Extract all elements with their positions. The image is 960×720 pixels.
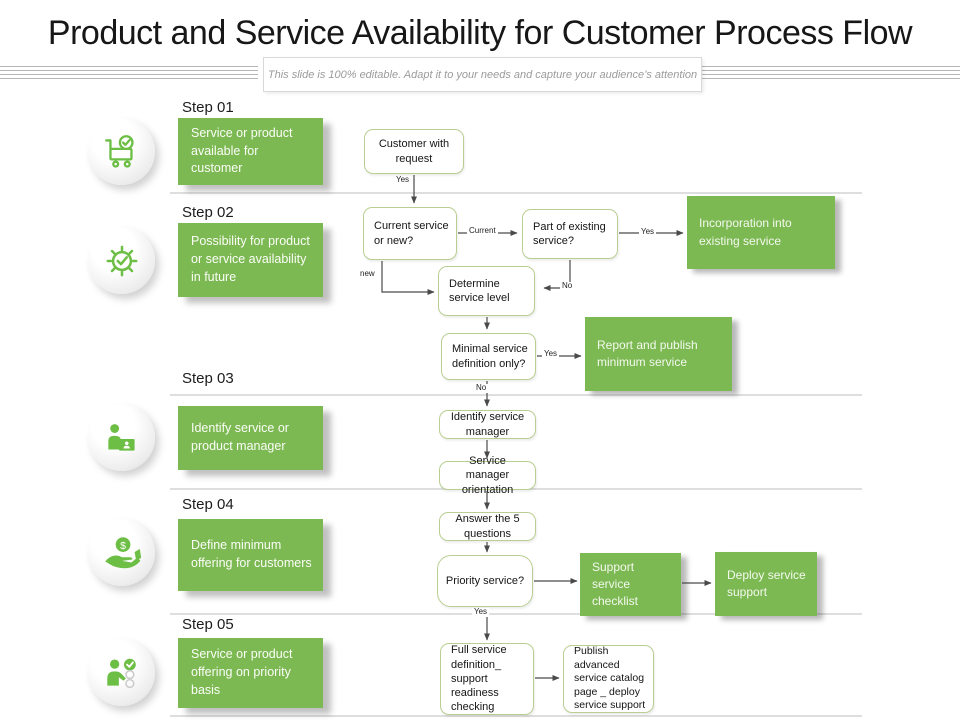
step-03-label: Step 03 (182, 370, 234, 387)
step-01-label: Step 01 (182, 99, 234, 116)
flow-node-publish-catalog: Publish advanced service catalog page _ … (563, 645, 654, 713)
separator-line (170, 613, 862, 615)
gear-check-icon (106, 245, 137, 276)
edge-label-no: No (474, 383, 489, 393)
flow-node-current-or-new: Current service or new? (363, 207, 457, 260)
separator-line (170, 192, 862, 194)
edge-label-yes: Yes (394, 175, 412, 185)
step-04-box: Define minimum offering for customers (178, 519, 323, 591)
flow-node-priority-service: Priority service? (437, 555, 533, 607)
step-05-box: Service or product offering on priority … (178, 638, 323, 708)
person-check-icon (106, 658, 136, 688)
step-02-box: Possibility for product or service avail… (178, 223, 323, 297)
step-03-text: Identify service or product manager (191, 421, 289, 453)
flow-node-part-of-existing: Part of existing service? (522, 209, 618, 259)
flow-box-support-checklist-text: Support service checklist (592, 559, 639, 609)
page-title: Product and Service Availability for Cus… (47, 14, 913, 52)
step-02-icon-circle (88, 227, 155, 294)
flow-box-report-publish-text: Report and publish minimum service (597, 337, 698, 369)
step-03-box: Identify service or product manager (178, 406, 323, 470)
edge-label-yes: Yes (542, 349, 560, 359)
separator-line (170, 715, 862, 717)
flow-box-incorporation: Incorporation into existing service (687, 196, 835, 269)
step-03-icon-circle (88, 404, 155, 471)
flow-node-determine-service-level: Determine service level (438, 266, 535, 316)
step-02-text: Possibility for product or service avail… (191, 234, 310, 284)
flow-node-full-service-definition: Full service definition_ support readine… (440, 643, 534, 715)
flow-node-answer-questions: Answer the 5 questions (439, 512, 536, 541)
flow-box-deploy-support: Deploy service support (715, 552, 817, 616)
flow-node-manager-orientation: Service manager orientation (439, 455, 536, 496)
subtitle-text: This slide is 100% editable. Adapt it to… (267, 68, 698, 81)
flow-box-deploy-support-text: Deploy service support (727, 567, 806, 599)
separator-line (170, 394, 862, 396)
step-01-text: Service or product available for custome… (191, 125, 293, 176)
subtitle-box: This slide is 100% editable. Adapt it to… (263, 57, 702, 92)
step-04-label: Step 04 (182, 496, 234, 513)
step-05-label: Step 05 (182, 616, 234, 633)
edge-label-yes: Yes (472, 607, 490, 617)
edge-label-no: No (560, 281, 575, 291)
step-01-icon-circle (88, 118, 155, 185)
step-04-icon-circle: $ (88, 519, 155, 586)
edge-label-yes: Yes (639, 227, 657, 237)
step-04-text: Define minimum offering for customers (191, 538, 312, 570)
step-01-box: Service or product available for custome… (178, 118, 323, 185)
flow-node-minimal-definition: Minimal service definition only? (441, 333, 536, 380)
decorative-lines-right (702, 66, 960, 80)
cart-check-icon (104, 134, 134, 168)
step-05-icon-circle (88, 639, 155, 706)
svg-text:$: $ (120, 539, 126, 551)
flow-node-identify-manager: Identify service manager (439, 410, 536, 439)
step-05-text: Service or product offering on priority … (191, 647, 293, 697)
step-02-label: Step 02 (182, 204, 234, 221)
flow-node-customer-request: Customer with request (364, 129, 464, 174)
hand-coin-icon: $ (104, 536, 141, 568)
flow-box-support-checklist: Support service checklist (580, 553, 681, 616)
edge-label-current: Current (467, 226, 498, 236)
manager-box-icon (107, 423, 135, 451)
flow-box-report-publish: Report and publish minimum service (585, 317, 732, 391)
decorative-lines-left (0, 66, 258, 80)
edge-label-new: new (358, 269, 377, 279)
flow-box-incorporation-text: Incorporation into existing service (699, 216, 792, 248)
